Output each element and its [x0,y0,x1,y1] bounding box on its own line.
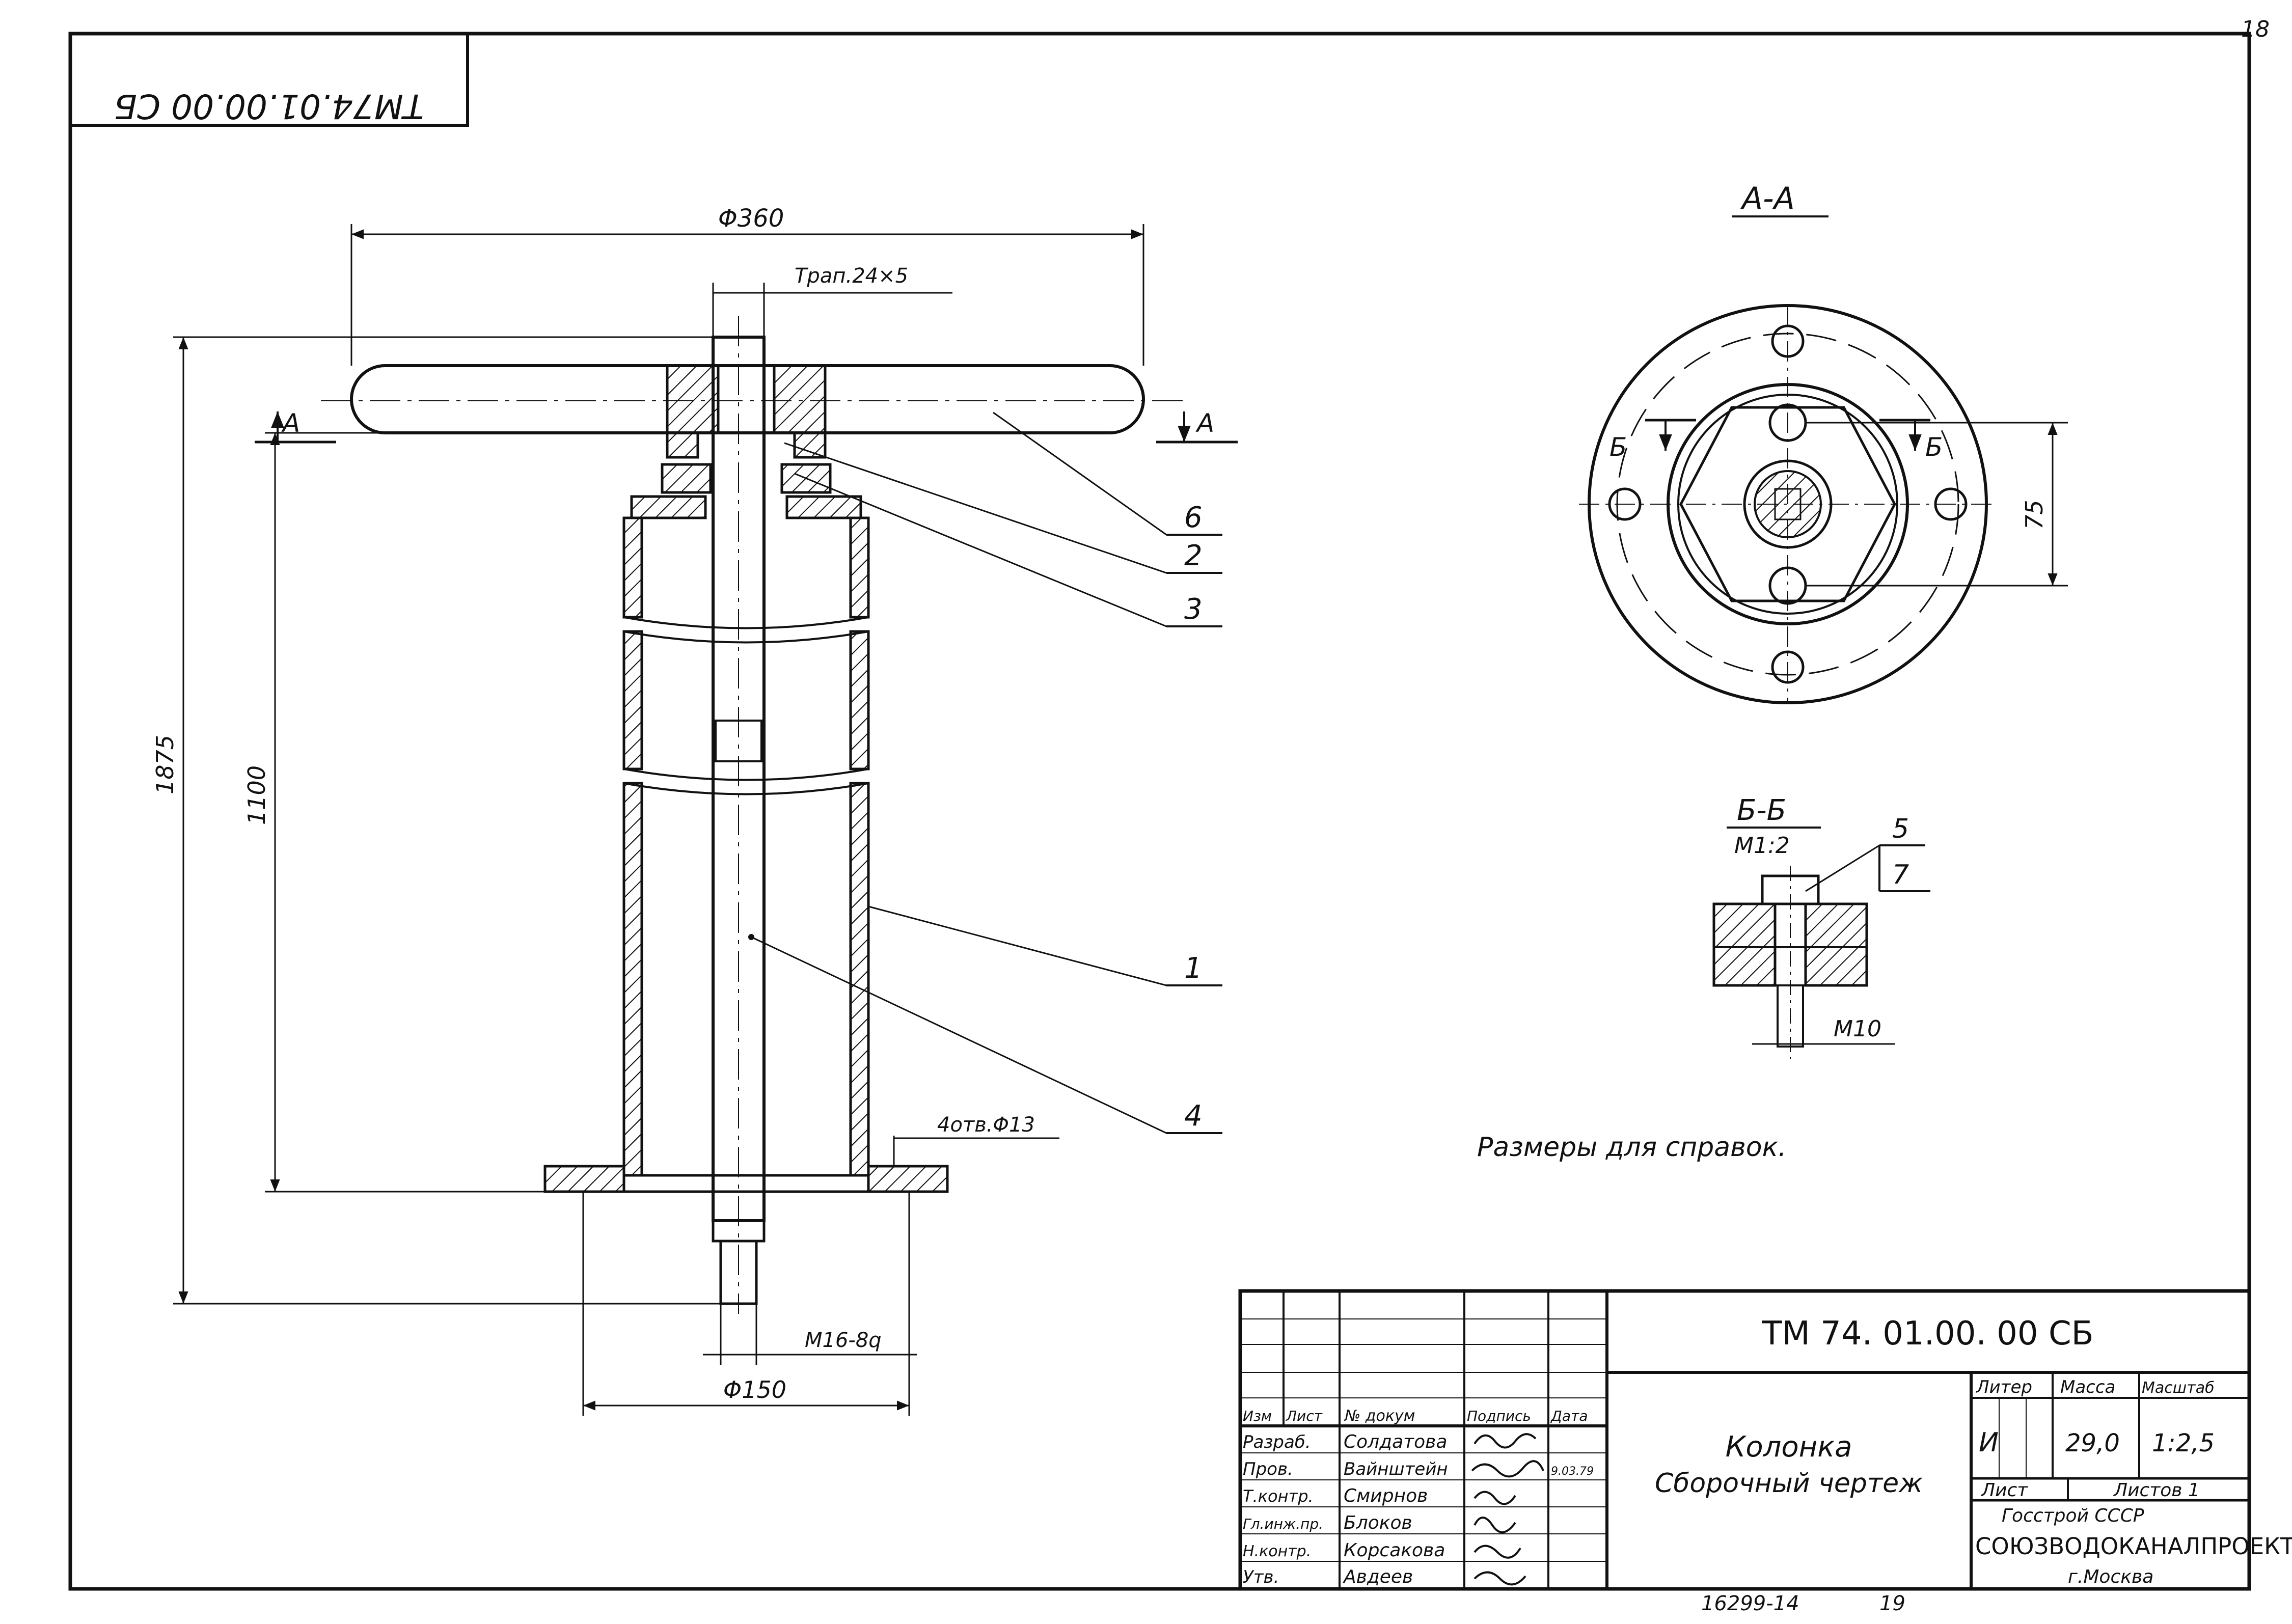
role-3: Гл.инж.пр. [1243,1516,1323,1532]
callout-5: 5 [1892,814,1909,844]
hdr-sign: Подпись [1467,1408,1531,1424]
name-5: Авдеев [1343,1566,1413,1587]
title-doc-code: ТМ 74. 01.00. 00 СБ [1761,1315,2093,1353]
col-mass: Масса [2060,1377,2115,1397]
section-bb-title: Б-Б [1737,794,1786,827]
title-name-1: Колонка [1726,1430,1852,1464]
mass-value: 29,0 [2065,1429,2120,1457]
note-reference-dims: Размеры для справок. [1477,1132,1787,1163]
callout-2: 2 [1184,539,1203,572]
role-5: Утв. [1243,1567,1279,1587]
bottom-page: 19 [1879,1592,1905,1615]
name-2: Смирнов [1344,1485,1428,1506]
dim-thread-m16: M16-8q [805,1329,882,1352]
callout-7: 7 [1892,860,1909,890]
callout-6: 6 [1184,501,1203,534]
section-a-right: А [1195,408,1214,438]
sheet-frame: 18 ТМ74.01.00.00 СБ 16299-14 19 [68,16,2270,1615]
name-4: Корсакова [1344,1540,1445,1561]
dim-75: 75 [2021,500,2048,530]
thread-m10: M10 [1834,1016,1881,1042]
rotated-code: ТМ74.01.00.00 СБ [114,87,424,126]
callout-4: 4 [1184,1099,1203,1133]
hdr-izm: Изм [1243,1408,1272,1424]
hdr-doc: № докум [1344,1407,1415,1425]
sheet-label: Лист [1980,1480,2028,1501]
sheets-label: Листов 1 [2113,1480,2200,1501]
section-b-right: Б [1925,432,1943,462]
org-line-1: Госстрой СССР [2002,1505,2144,1526]
hub-left [666,364,720,459]
litera-value: И [1979,1427,1999,1458]
callout-1: 1 [1184,952,1203,985]
org-line-2: СОЮЗВОДОКАНАЛПРОЕКТ [1975,1533,2292,1560]
hdr-date: Дата [1550,1408,1588,1424]
rotated-code-box [69,32,469,127]
hdr-list: Лист [1286,1408,1323,1424]
name-3: Блоков [1344,1512,1412,1533]
dim-dia-360: Φ360 [718,204,784,233]
section-b-left: Б [1609,432,1627,462]
city: г.Москва [2068,1566,2153,1587]
page-number: 18 [2241,16,2270,42]
section-bb-scale: М1:2 [1734,833,1790,859]
title-name-2: Сборочный чертеж [1655,1468,1923,1499]
hub-right [773,364,827,459]
scale-value: 1:2,5 [2152,1429,2215,1457]
dim-holes: 4отв.Φ13 [937,1113,1035,1137]
role-4: Н.контр. [1243,1543,1311,1560]
name-1: Вайнштейн [1344,1459,1448,1479]
dim-height-1100: 1100 [243,765,270,825]
col-scale: Масштаб [2142,1379,2215,1397]
title-block: Изм Лист № докум Подпись Дата Разраб. Со… [1238,1289,2292,1591]
main-view: Φ360 Трап.24×5 1875 1100 А А 4отв.Φ13 M1… [151,204,1238,1416]
name-0: Солдатова [1344,1432,1447,1452]
callout-3: 3 [1184,593,1203,626]
section-bb-view: Б-Б М1:2 5 7 M10 [1712,794,1930,1059]
dim-height-1875: 1875 [151,735,179,794]
section-aa-title: А-А [1740,181,1795,216]
role-2: Т.контр. [1243,1487,1314,1506]
handwheel-bar [350,364,1145,434]
bottom-number: 16299-14 [1701,1592,1799,1615]
dim-thread: Трап.24×5 [795,264,908,288]
role-0: Разраб. [1243,1432,1311,1452]
col-litera: Литер [1975,1377,2032,1397]
dim-dia-150: Φ150 [723,1376,786,1403]
role-1: Пров. [1243,1459,1293,1479]
section-a-left: А [281,408,300,438]
date-1: 9.03.79 [1551,1465,1594,1478]
section-aa-view: А-А Б Б 75 [1579,181,2068,704]
